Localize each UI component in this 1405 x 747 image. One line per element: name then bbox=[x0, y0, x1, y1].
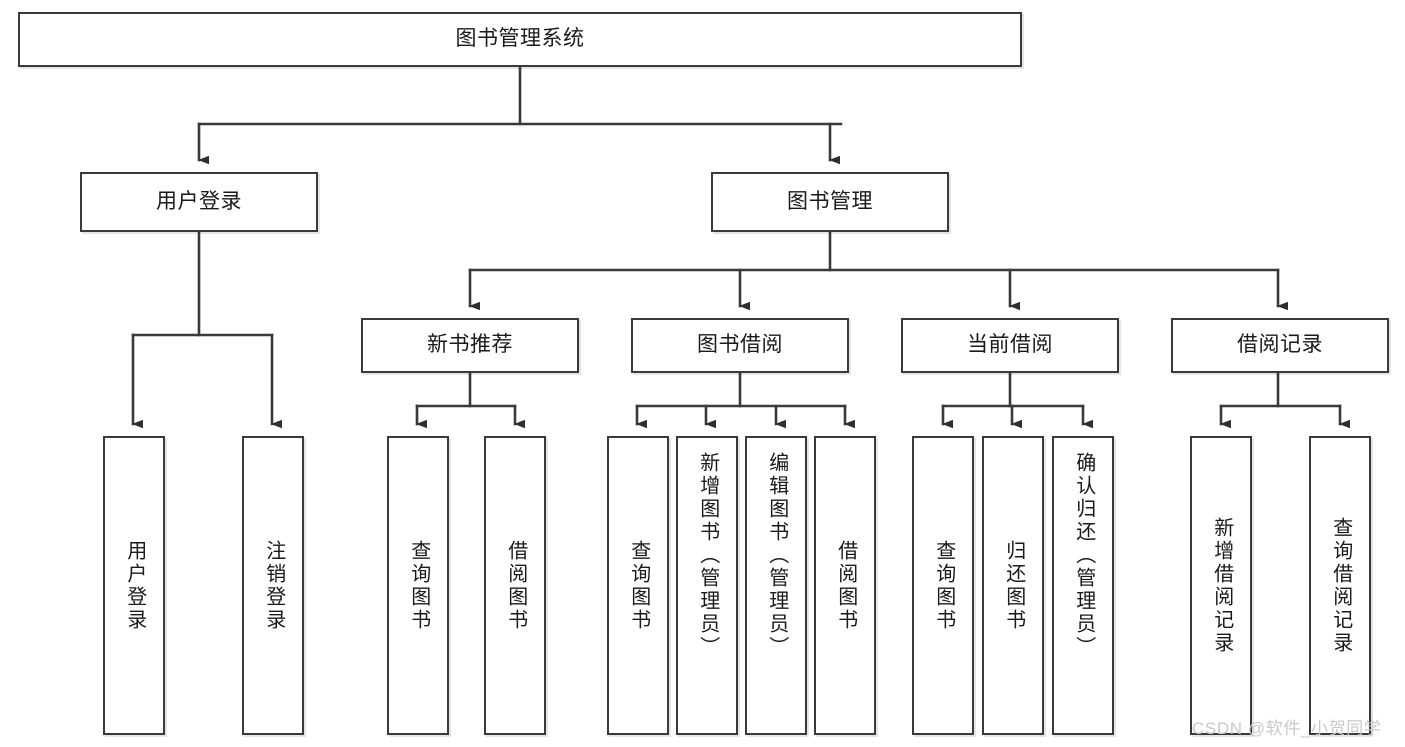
node-leaf-user-logout[interactable]: 注销登录 bbox=[242, 436, 304, 735]
node-leaf-user-login[interactable]: 用户登录 bbox=[103, 436, 165, 735]
node-leaf-query-book-current[interactable]: 查询图书 bbox=[912, 436, 974, 735]
node-leaf-add-borrow-record[interactable]: 新增借阅记录 bbox=[1190, 436, 1252, 735]
node-leaf-query-book-rec[interactable]: 查询图书 bbox=[387, 436, 449, 735]
node-label: 图书管理 bbox=[787, 189, 873, 213]
watermark: CSDN @软件_小贺同学 bbox=[1192, 719, 1382, 738]
node-current-borrow[interactable]: 当前借阅 bbox=[901, 318, 1119, 373]
node-label: 查询借阅记录 bbox=[1329, 516, 1352, 655]
node-user-login[interactable]: 用户登录 bbox=[80, 172, 318, 232]
node-leaf-add-book[interactable]: 新增图书（管理员） bbox=[676, 436, 738, 735]
node-label: 借阅图书 bbox=[504, 539, 527, 632]
node-borrow-record[interactable]: 借阅记录 bbox=[1171, 318, 1389, 373]
node-label: 新增借阅记录 bbox=[1210, 516, 1233, 655]
node-leaf-borrow-book[interactable]: 借阅图书 bbox=[814, 436, 876, 735]
node-book-borrow[interactable]: 图书借阅 bbox=[631, 318, 849, 373]
node-label: 查询图书 bbox=[407, 539, 430, 632]
node-leaf-query-book-borrow[interactable]: 查询图书 bbox=[607, 436, 669, 735]
node-label: 新增图书（管理员） bbox=[696, 452, 719, 659]
node-leaf-edit-book[interactable]: 编辑图书（管理员） bbox=[745, 436, 807, 735]
node-label: 用户登录 bbox=[123, 539, 146, 632]
node-leaf-confirm-return[interactable]: 确认归还（管理员） bbox=[1052, 436, 1114, 735]
node-leaf-borrow-book-rec[interactable]: 借阅图书 bbox=[484, 436, 546, 735]
node-root-system[interactable]: 图书管理系统 bbox=[18, 12, 1022, 67]
node-book-manage[interactable]: 图书管理 bbox=[711, 172, 949, 232]
node-leaf-return-book[interactable]: 归还图书 bbox=[982, 436, 1044, 735]
node-label: 当前借阅 bbox=[967, 333, 1053, 357]
node-label: 确认归还（管理员） bbox=[1072, 452, 1095, 659]
node-new-book-recommend[interactable]: 新书推荐 bbox=[361, 318, 579, 373]
node-label: 新书推荐 bbox=[427, 333, 513, 357]
node-label: 归还图书 bbox=[1002, 539, 1025, 632]
node-label: 借阅记录 bbox=[1237, 333, 1323, 357]
node-label: 查询图书 bbox=[932, 539, 955, 632]
node-label: 用户登录 bbox=[156, 189, 242, 213]
node-leaf-query-borrow-record[interactable]: 查询借阅记录 bbox=[1309, 436, 1371, 735]
node-label: 注销登录 bbox=[262, 539, 285, 632]
node-label: 图书管理系统 bbox=[455, 27, 585, 51]
node-label: 借阅图书 bbox=[834, 539, 857, 632]
node-label: 图书借阅 bbox=[697, 333, 783, 357]
node-label: 查询图书 bbox=[627, 539, 650, 632]
node-label: 编辑图书（管理员） bbox=[765, 452, 788, 659]
